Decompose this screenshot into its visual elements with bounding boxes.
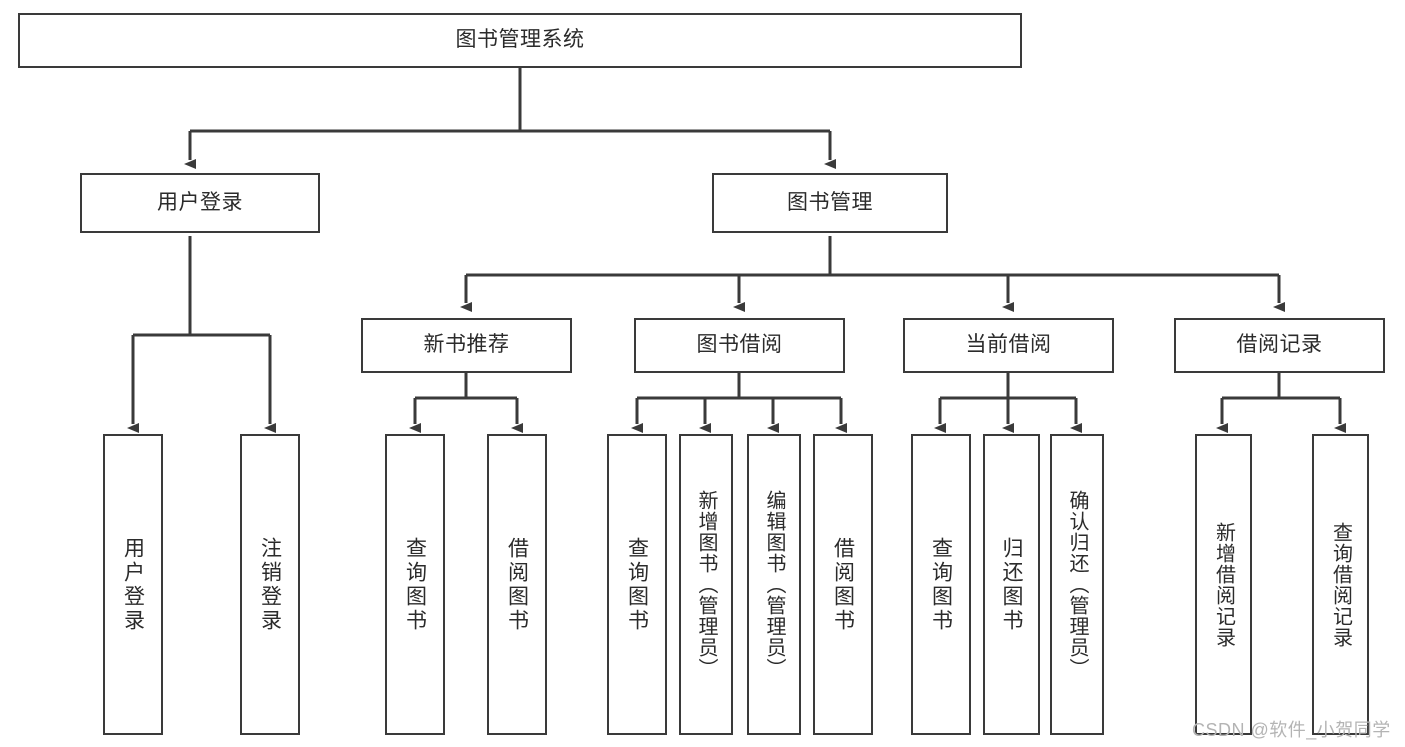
- leaf-add-book-admin-label: 新增图书（管理员）: [695, 490, 717, 679]
- csdn-watermark: CSDN @软件_小贺同学: [1192, 720, 1391, 740]
- leaf-query-book-current-label: 查询图书: [929, 536, 953, 633]
- node-root[interactable]: 图书管理系统: [18, 13, 1022, 68]
- leaf-borrow-book-borrow[interactable]: 借阅图书: [813, 434, 873, 735]
- leaf-query-book-newbook[interactable]: 查询图书: [385, 434, 445, 735]
- node-user-login[interactable]: 用户登录: [80, 173, 320, 233]
- leaf-add-book-admin[interactable]: 新增图书（管理员）: [679, 434, 733, 735]
- leaf-query-book-current[interactable]: 查询图书: [911, 434, 971, 735]
- node-borrow-records-label: 借阅记录: [1236, 333, 1323, 357]
- node-book-management[interactable]: 图书管理: [712, 173, 948, 233]
- leaf-user-login[interactable]: 用户登录: [103, 434, 163, 735]
- node-root-label: 图书管理系统: [455, 28, 585, 52]
- node-current-borrow-label: 当前借阅: [965, 333, 1052, 357]
- node-book-borrow[interactable]: 图书借阅: [634, 318, 845, 373]
- node-new-book-recommend-label: 新书推荐: [423, 333, 510, 357]
- leaf-query-borrow-record-label: 查询借阅记录: [1329, 521, 1352, 648]
- leaf-add-borrow-record[interactable]: 新增借阅记录: [1195, 434, 1252, 735]
- leaf-edit-book-admin[interactable]: 编辑图书（管理员）: [747, 434, 801, 735]
- leaf-user-login-label: 用户登录: [121, 536, 145, 633]
- leaf-query-borrow-record[interactable]: 查询借阅记录: [1312, 434, 1369, 735]
- leaf-return-book-label: 归还图书: [1000, 536, 1023, 633]
- leaf-borrow-book-newbook-label: 借阅图书: [505, 536, 529, 633]
- leaf-query-book-newbook-label: 查询图书: [403, 536, 427, 633]
- node-current-borrow[interactable]: 当前借阅: [903, 318, 1114, 373]
- leaf-logout[interactable]: 注销登录: [240, 434, 300, 735]
- node-borrow-records[interactable]: 借阅记录: [1174, 318, 1385, 373]
- node-book-management-label: 图书管理: [787, 190, 873, 214]
- leaf-add-borrow-record-label: 新增借阅记录: [1212, 521, 1235, 648]
- leaf-logout-label: 注销登录: [258, 536, 282, 633]
- leaf-borrow-book-newbook[interactable]: 借阅图书: [487, 434, 547, 735]
- node-new-book-recommend[interactable]: 新书推荐: [361, 318, 572, 373]
- leaf-borrow-book-borrow-label: 借阅图书: [831, 536, 855, 633]
- leaf-return-book[interactable]: 归还图书: [983, 434, 1040, 735]
- leaf-confirm-return-admin-label: 确认归还（管理员）: [1066, 490, 1088, 679]
- node-book-borrow-label: 图书借阅: [696, 333, 783, 357]
- leaf-query-book-borrow-label: 查询图书: [625, 536, 649, 633]
- leaf-edit-book-admin-label: 编辑图书（管理员）: [763, 490, 785, 679]
- leaf-query-book-borrow[interactable]: 查询图书: [607, 434, 667, 735]
- leaf-confirm-return-admin[interactable]: 确认归还（管理员）: [1050, 434, 1104, 735]
- node-user-login-label: 用户登录: [157, 190, 243, 214]
